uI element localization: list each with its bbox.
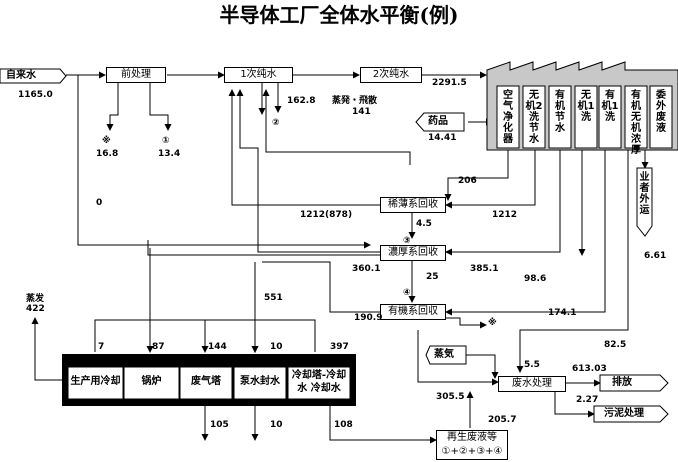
regen-formula: ①+②+③+④ [441,446,503,457]
flow-line [228,89,380,206]
steam-shape [425,345,467,365]
pretreat-box: 前处理 [106,67,166,83]
flow-397: 397 [330,342,349,352]
flow-174-1: 174.1 [548,308,577,318]
marker-4: ④ [403,288,411,298]
marker-1: ① [162,136,170,146]
flow-chem-in: 14.41 [428,133,457,143]
discharge-shape [599,374,669,392]
flow-190-9: 190.9 [354,313,383,323]
evaporation-value: 422 [26,304,45,314]
tap-water-label: 自来水 [6,70,36,81]
flow-385-1: 385.1 [470,264,499,274]
flow-line [445,150,536,209]
flow-108: 108 [334,420,353,430]
factory-col-conc: 有机无机浓厚 [631,90,641,156]
flow-25: 25 [426,272,439,282]
dilute-recover-box: 稀薄系回收 [380,197,446,213]
flow-87: 87 [152,342,165,352]
flow-6-61: 6.61 [644,251,667,261]
flow-line [445,150,606,316]
flow-line [446,317,487,329]
contractor-shape [636,167,653,237]
flow-360-1: 360.1 [352,264,381,274]
flow-line [106,82,119,131]
flow-10-top: 10 [270,342,283,352]
equip-exhaust-tower: 废气塔 [191,376,221,387]
flow-205-7: 205.7 [488,415,517,425]
flow-line [329,405,437,444]
flow-pure2-out: 2291.5 [432,78,467,88]
flow-105: 105 [210,420,229,430]
equip-cooling: 生产用冷却 [70,376,121,387]
concentrated-recover-box: 濃厚系回收 [380,245,446,261]
flow-line [262,89,411,165]
flow-7: 7 [98,342,105,352]
flow-4-5: 4.5 [416,219,432,229]
factory-col-org1: 有机1洗 [601,90,619,123]
factory-col-org-save: 有机节水 [555,90,565,134]
marker-3: ③ [403,236,411,246]
factory-col-air: 空气净化器 [503,90,513,145]
flow-0: 0 [96,198,103,208]
flow-line [516,150,629,373]
flow-evap-spray: 141 [352,107,371,117]
flow-line [444,150,509,201]
flow-line [31,317,62,381]
chemicals-shape [415,112,465,132]
chemicals-label: 药品 [428,116,448,127]
pure1-box: 1次纯水 [224,67,293,83]
flow-line [445,150,561,256]
equip-cooling-tower: 冷却塔-冷却水 冷却水 [291,370,347,394]
contractor-label: 业者外运 [639,172,650,216]
flow-144: 144 [208,342,227,352]
flow-line [262,261,380,313]
flow-10-bottom: 10 [270,420,283,430]
flow-line [147,240,380,256]
flow-line [554,392,595,418]
factory-col-outsource: 委外废液 [656,90,666,134]
evaporation-label: 蒸发 [26,294,45,304]
equip-boiler: 锅炉 [141,376,162,387]
flow-1212-878: 1212(878) [300,210,353,220]
flow-206: 206 [458,176,477,186]
flow-98-6: 98.6 [524,274,547,284]
tap-water-shape [0,68,67,84]
flow-551: 551 [264,293,283,303]
flow-5-5: 5.5 [524,360,540,370]
flow-82-5: 82.5 [604,340,627,350]
discharge-label: 排放 [612,377,632,388]
factory-col-inorg1: 无机1洗 [577,90,595,123]
flow-line [417,330,499,386]
marker-2: ② [272,118,280,128]
factory-building [486,61,678,151]
flow-1212: 1212 [492,210,518,220]
flow-pure1-out: 162.8 [287,96,316,106]
factory-col-inorg2: 无机2洗节水 [525,90,543,145]
organic-recover-box: 有機系回収 [380,304,446,320]
steam-label: 蒸気 [434,349,454,360]
page-title: 半导体工厂全体水平衡(例) [219,3,459,27]
flow-pre-x: 16.8 [96,149,119,159]
flow-305-5: 305.5 [436,392,465,402]
marker-x-organic: ※ [488,318,497,328]
pure2-box: 2次纯水 [360,67,422,83]
wastewater-box: 废水处理 [498,376,566,392]
regen-label: 再生废液等 [447,432,497,443]
flow-line [466,354,499,379]
regen-box: 再生废液等 ①+②+③+④ [436,430,508,460]
evap-spray-label: 蒸発・飛散 [332,96,378,106]
sludge-shape [593,405,669,423]
flow-line [149,82,172,131]
flow-line [236,89,380,253]
sludge-label: 污泥处理 [604,408,644,419]
flow-613-03: 613.03 [572,364,607,374]
flow-pre-1: 13.4 [158,149,181,159]
flow-line [77,75,371,249]
equip-pump-seal: 泵水封水 [240,376,280,387]
marker-x-pretreat: ※ [102,136,111,146]
flow-2-27: 2.27 [576,395,599,405]
flow-tap-in: 1165.0 [18,90,53,100]
